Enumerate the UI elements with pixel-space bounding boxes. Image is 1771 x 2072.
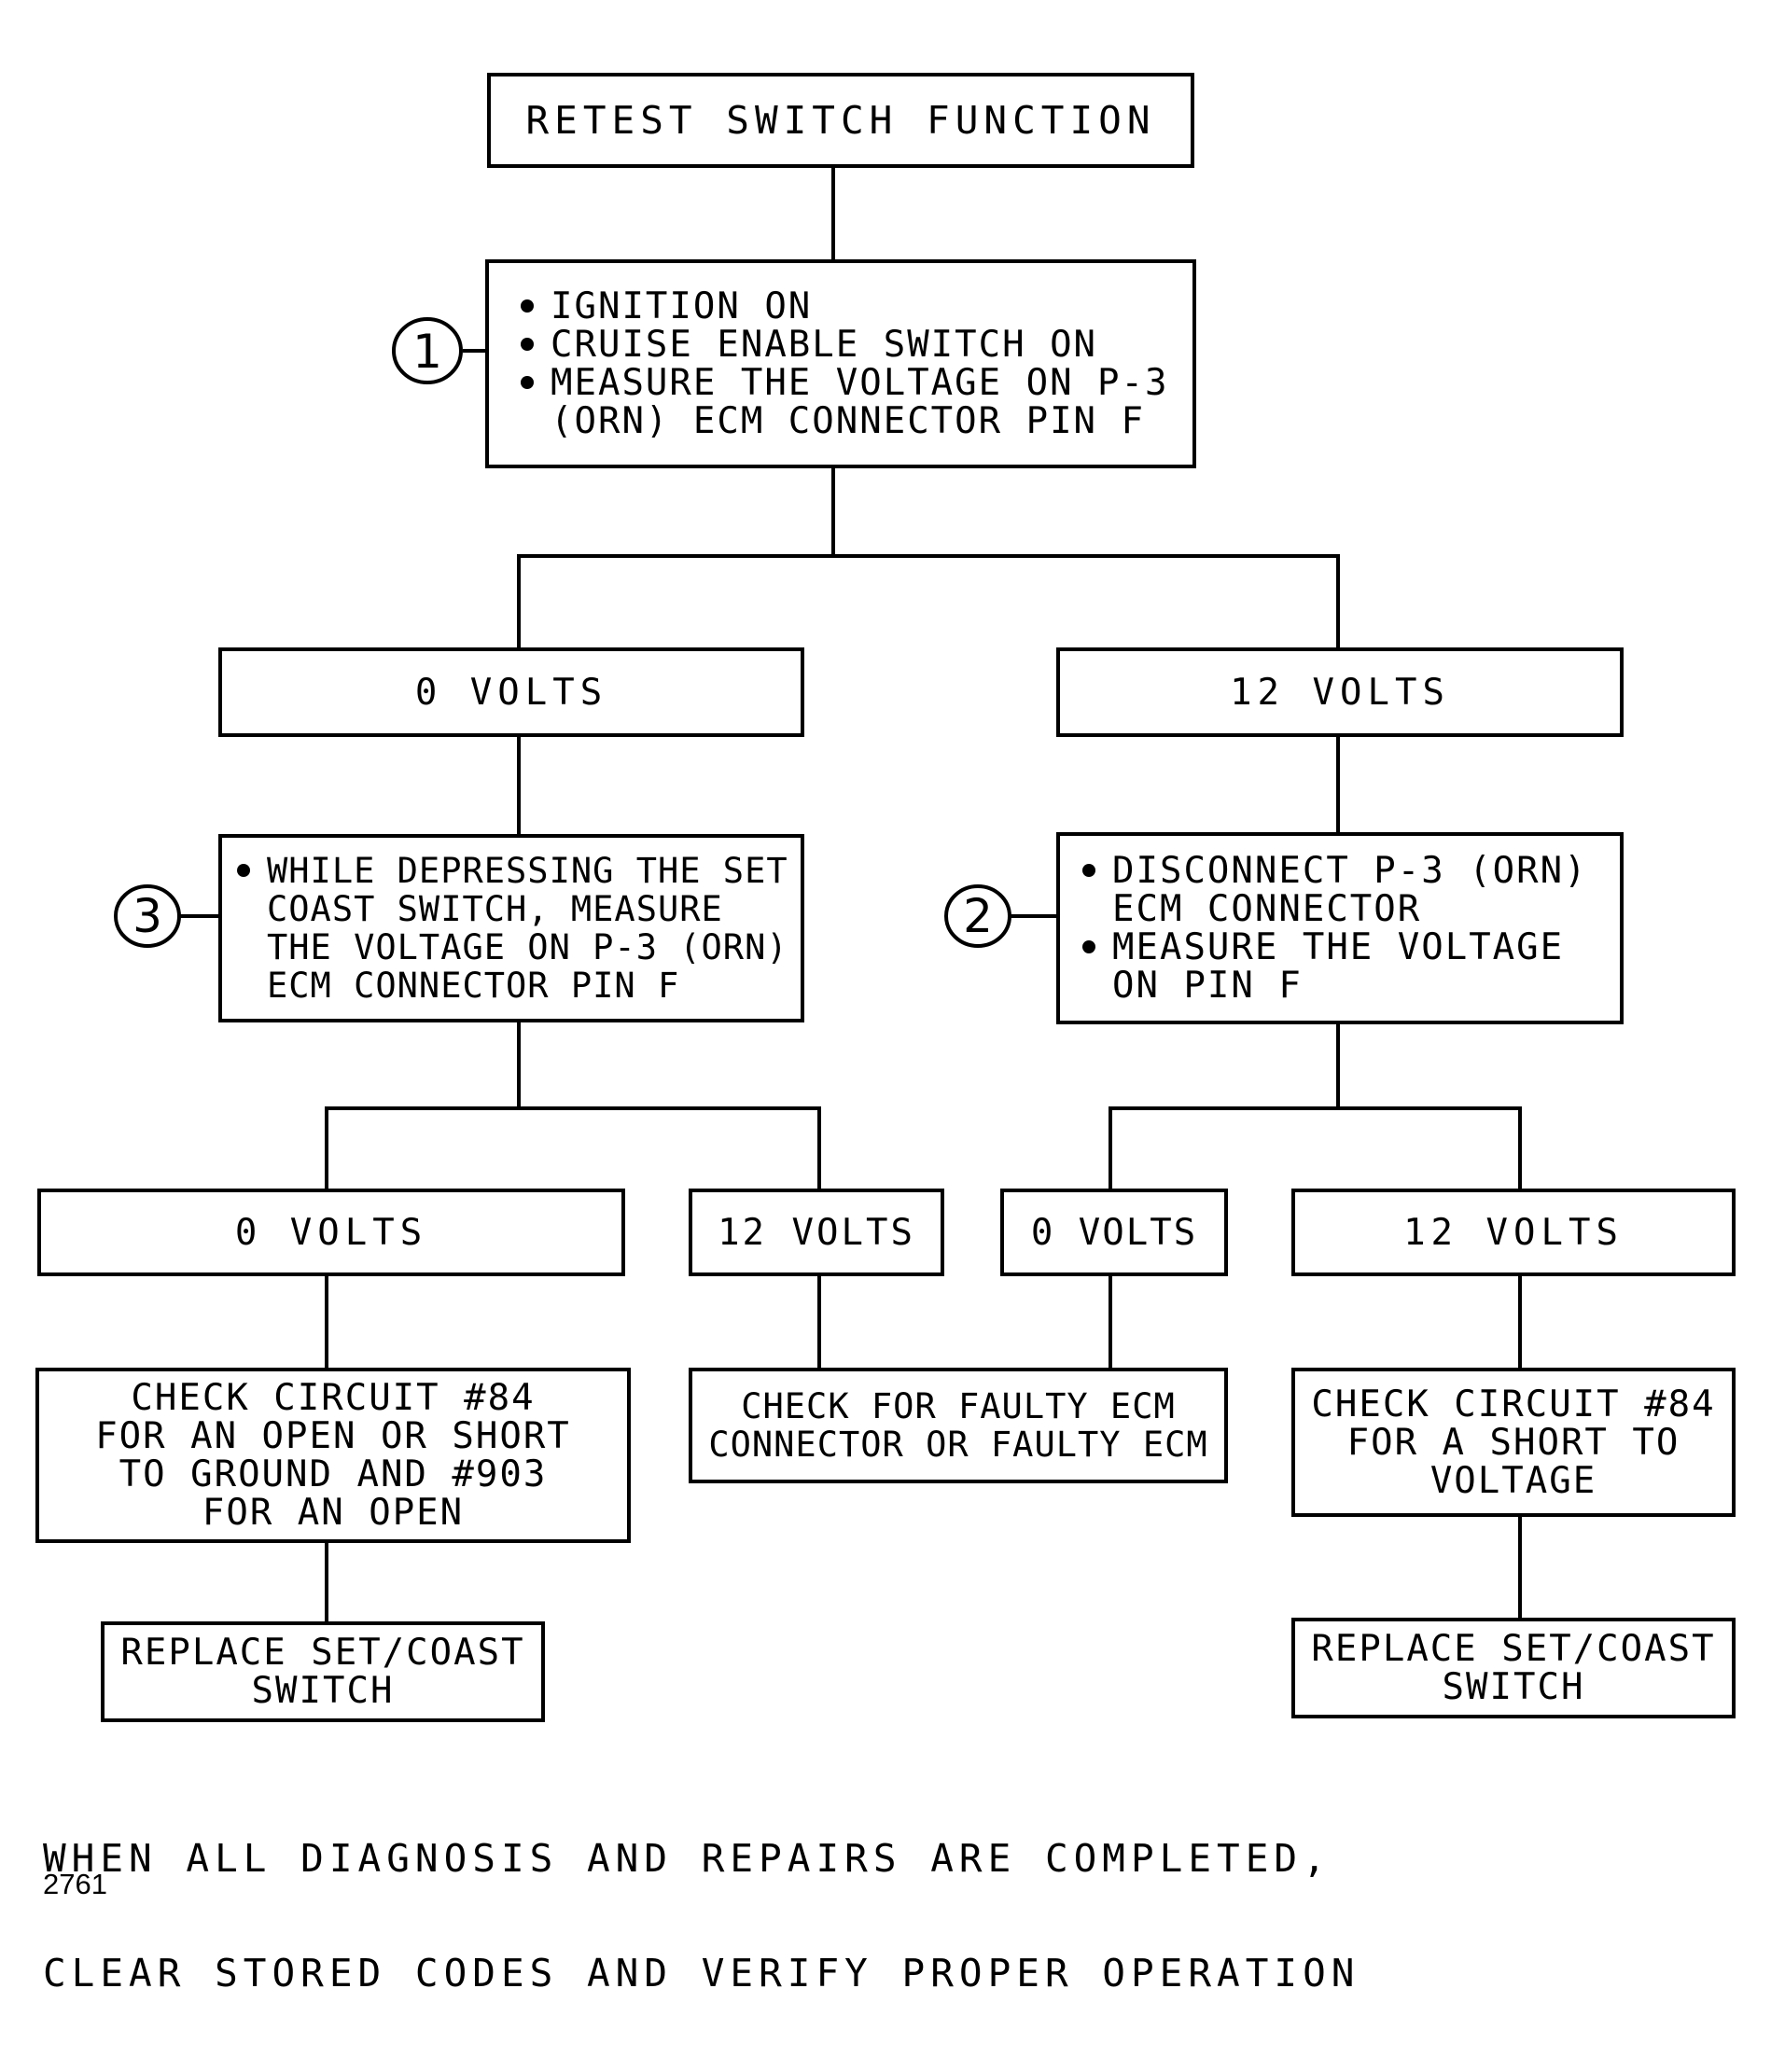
box-rr-12-volts: 12 VOLTS [1291, 1189, 1736, 1276]
box-line: CHECK FOR FAULTY ECM [741, 1386, 1176, 1426]
completion-note: WHEN ALL DIAGNOSIS AND REPAIRS ARE COMPL… [43, 1763, 1360, 2069]
bullet-item: IGNITION ON [513, 287, 1168, 326]
bullet-text-line: MEASURE THE VOLTAGE [1112, 926, 1565, 968]
flowchart: 1 2 3 RETEST SWITCH FUNCTION IGNITION ON… [35, 73, 1736, 1993]
box-text: 12 VOLTS [1403, 1211, 1624, 1254]
box-line: TO GROUND AND #903 [119, 1453, 548, 1495]
figure-number: 2761 [43, 1868, 107, 1900]
box-text: 0 VOLTS [414, 671, 608, 714]
bullet-dot-icon [521, 338, 534, 351]
bullet-text-line: WHILE DEPRESSING THE SET [267, 851, 788, 891]
box-text: RETEST SWITCH FUNCTION [525, 97, 1156, 143]
box-line: FOR AN OPEN OR SHORT [95, 1415, 571, 1457]
box-ll-0-volts: 0 VOLTS [37, 1189, 625, 1276]
bullet-text-line: ECM CONNECTOR [1112, 888, 1422, 930]
bullet-dot-icon [1082, 864, 1095, 877]
box-right-12-volts: 12 VOLTS [1056, 647, 1624, 737]
callout-circle-3 [114, 884, 181, 948]
box-text: 12 VOLTS [1230, 671, 1450, 714]
bullet-text-line: MEASURE THE VOLTAGE ON P-3 [551, 362, 1169, 404]
box-text: 0 VOLTS [1030, 1211, 1198, 1254]
box-lr-12-volts: 12 VOLTS [689, 1189, 944, 1276]
completion-note-line: WHEN ALL DIAGNOSIS AND REPAIRS ARE COMPL… [43, 1836, 1332, 1881]
box-line: SWITCH [251, 1670, 395, 1712]
bullet-text-line: (ORN) ECM CONNECTOR PIN F [551, 400, 1145, 442]
completion-note-line: CLEAR STORED CODES AND VERIFY PROPER OPE… [43, 1951, 1360, 1996]
box-rl-0-volts: 0 VOLTS [1000, 1189, 1228, 1276]
box-replace-set-coast-right: REPLACE SET/COAST SWITCH [1291, 1618, 1736, 1718]
box-line: CHECK CIRCUIT #84 [131, 1377, 536, 1419]
callout-label-2: 2 [963, 889, 993, 943]
bullet-item: MEASURE THE VOLTAGE ON P-3(ORN) ECM CONN… [513, 364, 1168, 440]
callout-label-3: 3 [132, 889, 162, 943]
callout-label-1: 1 [412, 325, 442, 379]
connector-lines: 1 2 3 [114, 164, 1522, 1625]
box-line: FOR A SHORT TO [1346, 1421, 1680, 1464]
callout-circle-2 [944, 884, 1011, 948]
bullet-item: CRUISE ENABLE SWITCH ON [513, 326, 1168, 364]
bullet-dot-icon [521, 299, 534, 313]
bullet-dot-icon [237, 864, 250, 877]
bullet-dot-icon [1082, 940, 1095, 953]
box-replace-set-coast-left: REPLACE SET/COAST SWITCH [101, 1621, 545, 1722]
box-line: CONNECTOR OR FAULTY ECM [708, 1425, 1208, 1465]
box-left-0-volts: 0 VOLTS [218, 647, 804, 737]
box-check-faulty-ecm: CHECK FOR FAULTY ECM CONNECTOR OR FAULTY… [689, 1368, 1228, 1483]
bullet-text-line: ON PIN F [1112, 965, 1303, 1007]
bullet-text-line: COAST SWITCH, MEASURE [267, 889, 723, 929]
bullet-text-line: THE VOLTAGE ON P-3 (ORN) [267, 927, 788, 967]
box-line: REPLACE SET/COAST [1311, 1628, 1716, 1670]
box-text: 12 VOLTS [718, 1211, 915, 1254]
bullet-text-line: ECM CONNECTOR PIN F [267, 966, 680, 1006]
bullet-text-line: IGNITION ON [551, 285, 813, 327]
box-text: 0 VOLTS [234, 1211, 428, 1254]
box-line: REPLACE SET/COAST [120, 1632, 525, 1674]
callout-circle-1 [392, 317, 463, 384]
box-retest-switch-function: RETEST SWITCH FUNCTION [487, 73, 1194, 168]
bullet-item: DISCONNECT P-3 (ORN)ECM CONNECTOR [1075, 852, 1588, 928]
box-check-circuit-84-open-short: CHECK CIRCUIT #84 FOR AN OPEN OR SHORT T… [35, 1368, 631, 1543]
box-check-circuit-84-short-voltage: CHECK CIRCUIT #84 FOR A SHORT TO VOLTAGE [1291, 1368, 1736, 1517]
bullet-dot-icon [521, 376, 534, 389]
box-line: CHECK CIRCUIT #84 [1311, 1383, 1716, 1425]
box-line: SWITCH [1442, 1666, 1585, 1708]
box-line: FOR AN OPEN [202, 1492, 465, 1534]
bullet-text-line: CRUISE ENABLE SWITCH ON [551, 324, 1098, 366]
bullet-text-line: DISCONNECT P-3 (ORN) [1112, 850, 1588, 892]
box-line: VOLTAGE [1429, 1459, 1597, 1502]
